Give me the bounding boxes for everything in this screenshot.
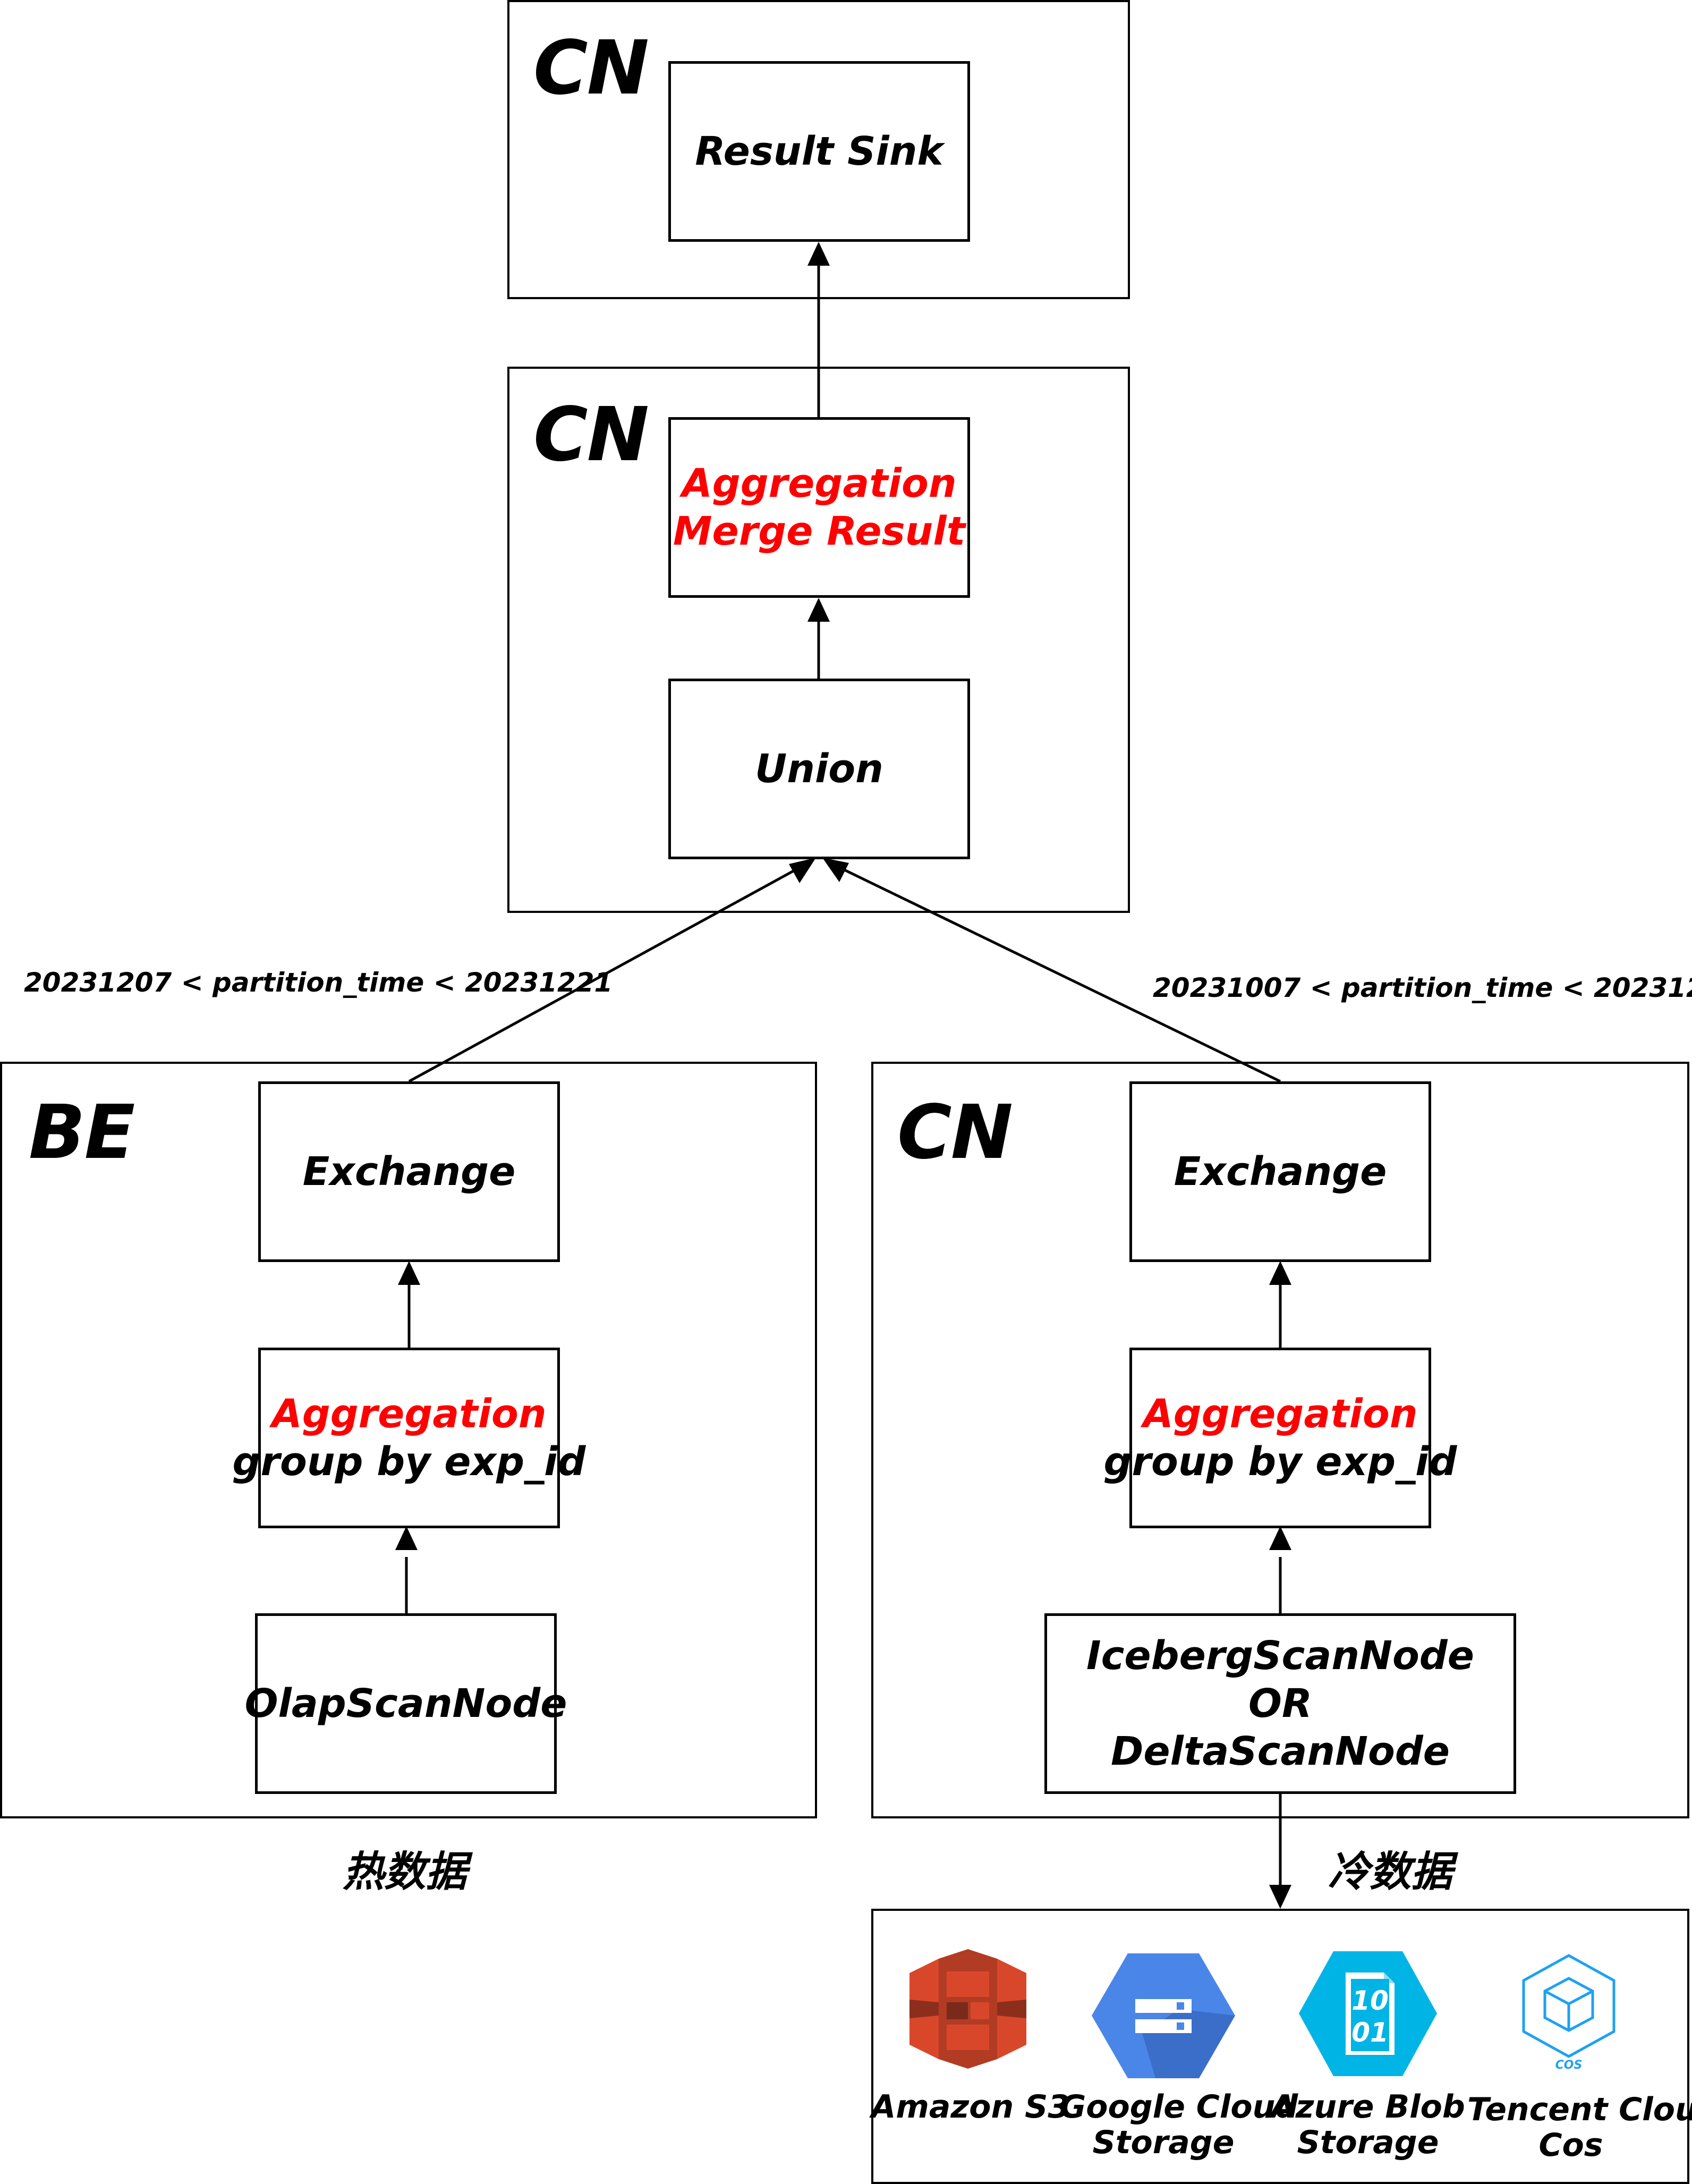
result-sink-node: Result Sink [668, 61, 970, 242]
node-label: DeltaScanNode [1111, 1729, 1450, 1775]
arrowhead-hot-exchange [398, 1261, 420, 1285]
arrowhead-object-storage [1269, 1885, 1291, 1909]
storage-name-line: Google Cloud [1060, 2088, 1298, 2126]
node-label-accent: Merge Result [673, 509, 966, 554]
arrow-hot-exchange-to-union [408, 865, 803, 1083]
storage-name-line: Azure Blob [1271, 2088, 1465, 2126]
cold-partition-range-label: 20231007 < partition_time < 20231207 [1153, 972, 1692, 1003]
region-cn-cold: CN [871, 1062, 1689, 1818]
region-label-be: BE [29, 1089, 135, 1176]
storage-name-azure-blob-storage: Azure Blob Storage [1264, 2089, 1472, 2161]
region-object-storage [871, 1909, 1689, 2184]
cold-aggregation-node: Aggregation group by exp_id [1104, 1348, 1457, 1528]
amazon-s3-icon [909, 1949, 1026, 2069]
hot-data-label: 热数据 [343, 1848, 467, 1896]
storage-name-amazon-s3: Amazon S3 [867, 2089, 1074, 2125]
storage-name-line: Cos [1538, 2127, 1603, 2164]
region-label-cn: CN [897, 1089, 1013, 1176]
cold-data-label: 冷数据 [1328, 1848, 1453, 1896]
olap-scan-node: OlapScanNode [245, 1613, 567, 1794]
node-label-accent: Aggregation [682, 460, 957, 506]
node-label: IcebergScanNode [1086, 1632, 1474, 1679]
storage-name-line: Tencent Cloud [1467, 2091, 1692, 2128]
arrowhead-cold-agg [1269, 1526, 1291, 1550]
arrowhead-merge [807, 598, 830, 622]
arrowhead-union-left [789, 858, 816, 883]
hot-partition-range-label: 20231207 < partition_time < 20231221 [24, 967, 613, 998]
region-label-cn: CN [533, 25, 649, 112]
hot-aggregation-node: Aggregation group by exp_id [233, 1348, 585, 1528]
region-top-cn: CN [507, 0, 1130, 299]
arrowhead-hot-agg [395, 1526, 418, 1550]
arrowhead-cold-exchange [1269, 1261, 1291, 1285]
azure-blob-storage-icon: 10 01 [1299, 1951, 1437, 2076]
node-label-accent: Aggregation [1143, 1391, 1418, 1437]
region-be-hot: BE [0, 1062, 817, 1818]
node-label: Exchange [302, 1148, 516, 1195]
aggregation-merge-node: Aggregation Merge Result [668, 417, 970, 598]
storage-name-line: Storage [1092, 2124, 1235, 2162]
cold-exchange-node: Exchange [1129, 1081, 1431, 1262]
arrowhead-union-right [822, 858, 849, 882]
arrow-cold-exchange-to-union [836, 865, 1281, 1083]
arrowhead-result-sink [807, 242, 830, 266]
region-label-cn: CN [533, 392, 649, 478]
svg-text:10: 10 [1351, 1985, 1389, 2016]
storage-name-google-cloud-storage: Google Cloud Storage [1060, 2088, 1298, 2162]
cos-icon-text: COS [1555, 2059, 1583, 2070]
hot-exchange-node: Exchange [258, 1081, 560, 1262]
region-middle-cn: CN [507, 367, 1130, 913]
node-label: OlapScanNode [244, 1680, 567, 1726]
tencent-cloud-cos-icon: COS [1522, 1954, 1616, 2070]
lake-scan-node: IcebergScanNode OR DeltaScanNode [1044, 1613, 1516, 1794]
node-label: OR [1248, 1680, 1312, 1726]
storage-name-line: Amazon S3 [871, 2088, 1070, 2126]
google-cloud-storage-icon [1092, 1953, 1235, 2078]
node-label: Union [755, 746, 883, 792]
storage-name-tencent-cloud-cos: Tencent Cloud Cos [1467, 2091, 1692, 2164]
storage-name-line: Storage [1297, 2124, 1439, 2162]
node-label: group by exp_id [232, 1439, 586, 1485]
union-node: Union [668, 679, 970, 859]
node-label-accent: Aggregation [271, 1391, 547, 1437]
node-label: Exchange [1174, 1148, 1387, 1195]
node-label: Result Sink [695, 128, 943, 174]
svg-text:01: 01 [1351, 2017, 1389, 2048]
node-label: group by exp_id [1103, 1439, 1457, 1485]
